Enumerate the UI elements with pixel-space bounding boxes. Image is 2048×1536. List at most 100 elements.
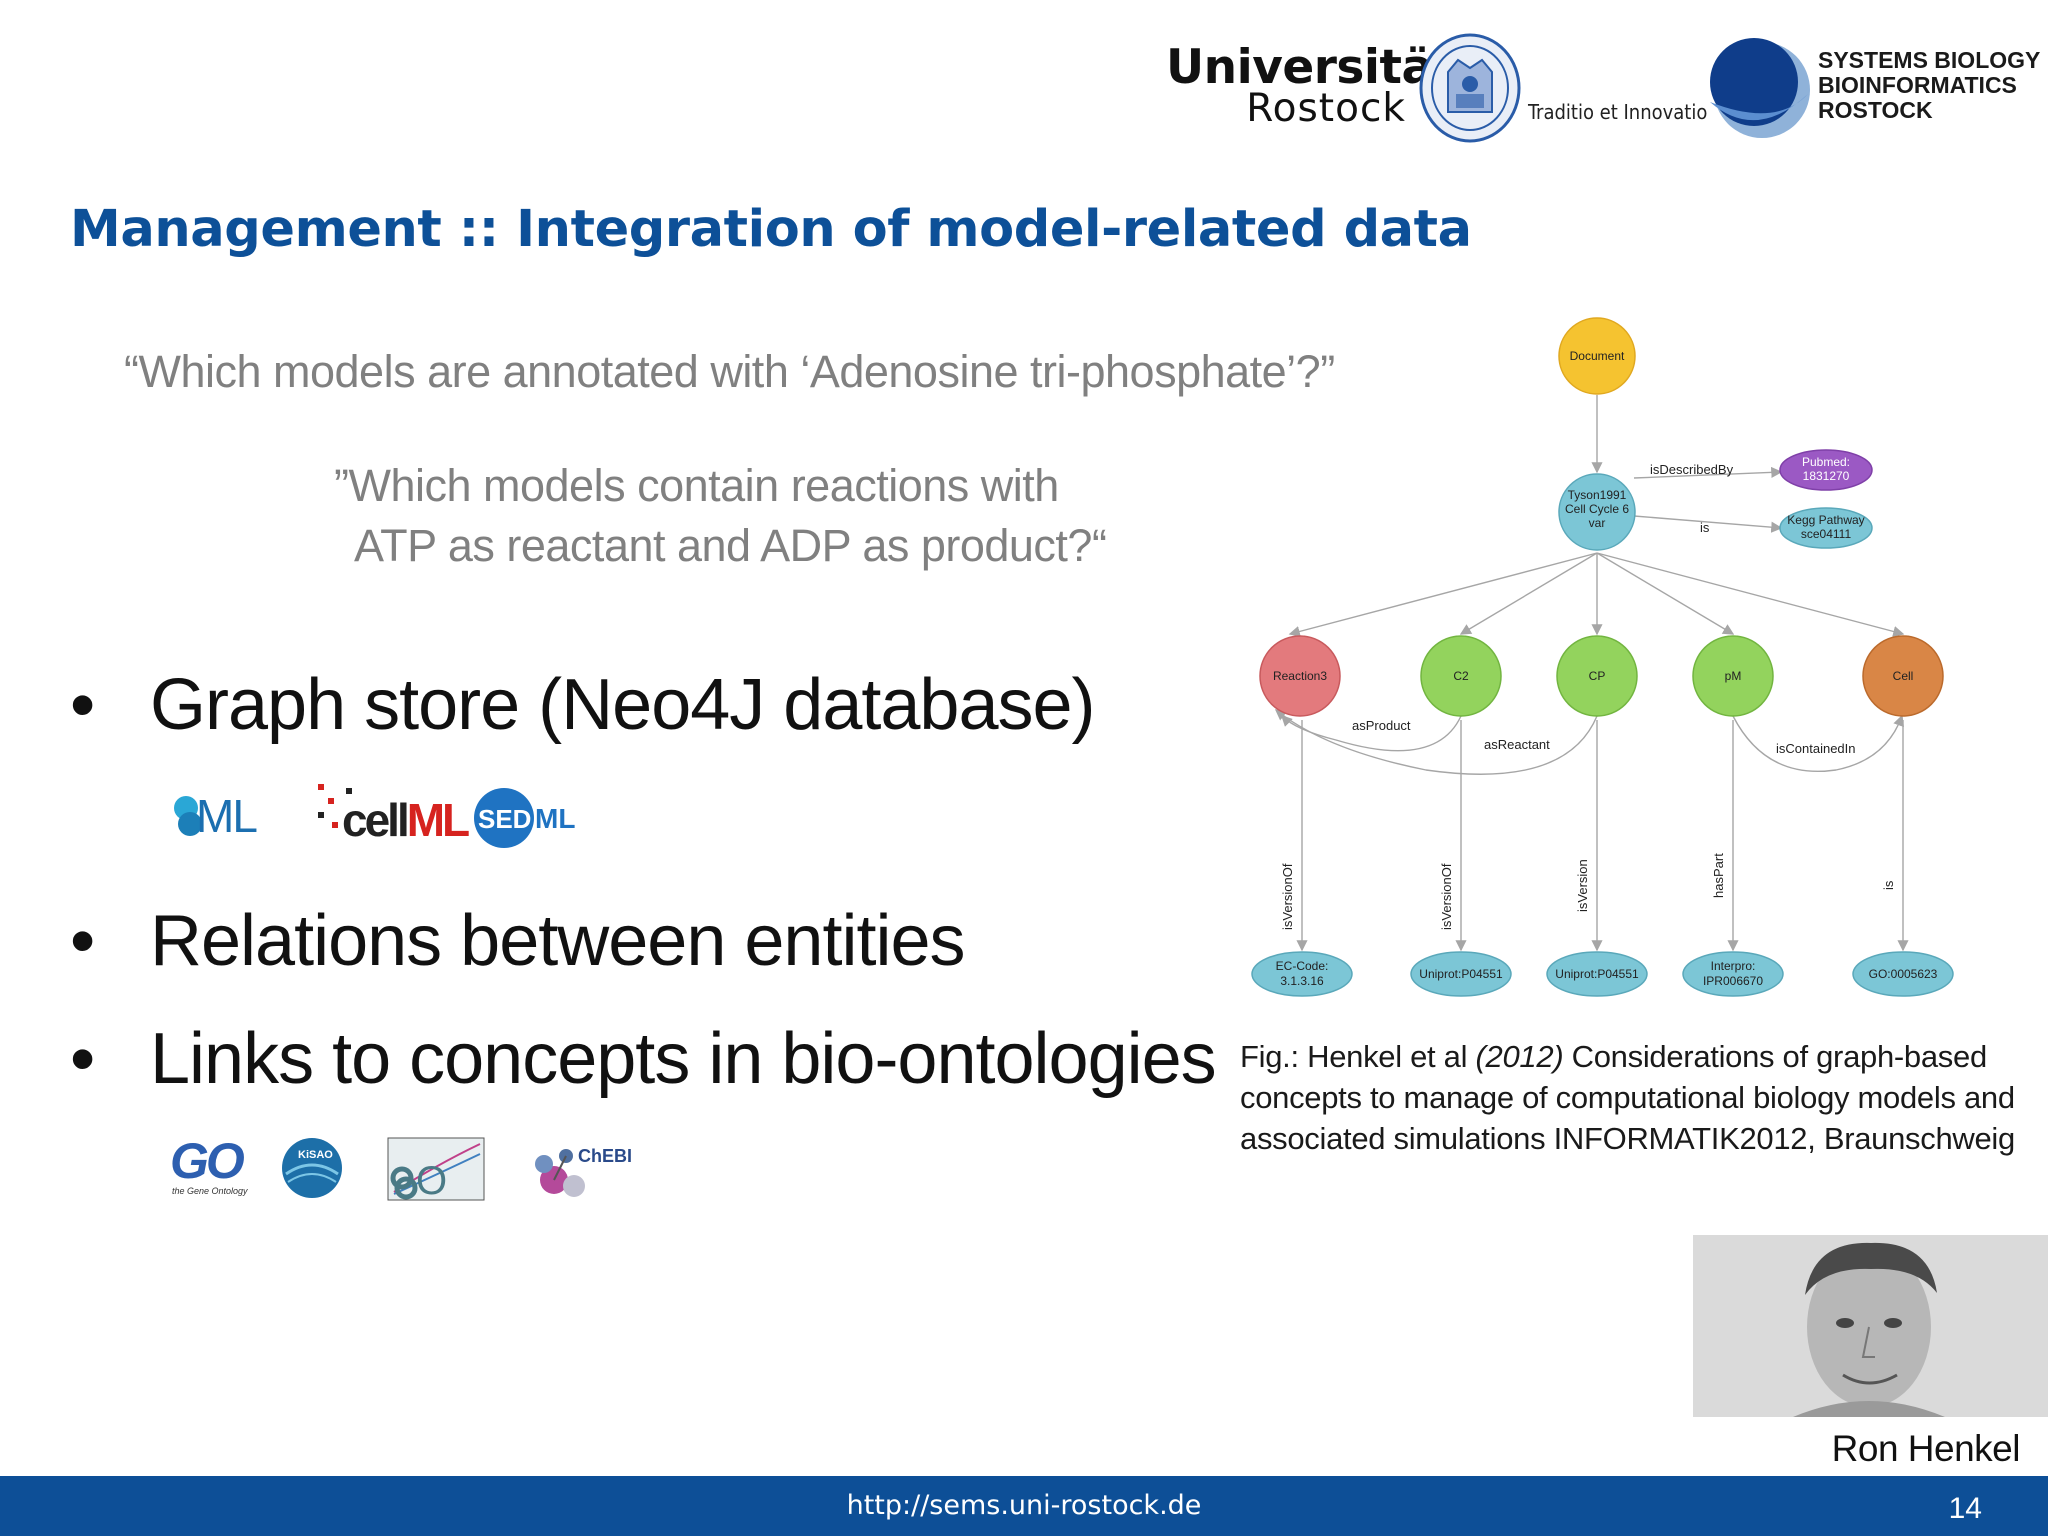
sbo-logo-text: O <box>416 1159 447 1203</box>
bullet-graph-store: • Graph store (Neo4J database) <box>70 664 1096 746</box>
university-name-line2: Rostock <box>1246 86 1406 131</box>
bullet-relations: • Relations between entities <box>70 900 966 982</box>
node-uniprot-2: Uniprot:P04551 <box>1546 951 1648 997</box>
sedml-logo-ml: ML <box>535 803 575 834</box>
bullet-marker: • <box>70 1019 95 1099</box>
edge-label-is-version-of-2: isVersionOf <box>1439 863 1454 930</box>
edge-label-has-part: hasPart <box>1711 853 1726 898</box>
sems-group-name: SYSTEMS BIOLOGY BIOINFORMATICS ROSTOCK <box>1818 48 2040 123</box>
kisao-logo-icon: KiSAO <box>282 1138 342 1198</box>
university-name-line1: Universität <box>1166 40 1455 95</box>
svg-text:C2: C2 <box>1453 669 1469 683</box>
chebi-logo-text: ChEBI <box>578 1146 632 1166</box>
bullet-marker: • <box>70 901 95 981</box>
sems-line3: ROSTOCK <box>1818 97 1933 123</box>
edge-labels: isDescribedBy is asProduct asReactant is… <box>1280 462 1896 930</box>
svg-text:3.1.3.16: 3.1.3.16 <box>1280 974 1324 988</box>
svg-text:Kegg Pathway: Kegg Pathway <box>1787 513 1864 527</box>
neo4j-graph-diagram: isDescribedBy is asProduct asReactant is… <box>1251 317 1954 997</box>
svg-text:IPR006670: IPR006670 <box>1703 974 1763 988</box>
figure-caption: Fig.: Henkel et al (2012) Considerations… <box>1240 1036 2030 1159</box>
edge-tyson-c2 <box>1459 552 1598 635</box>
ontology-logos: GO the Gene Ontology KiSAO O ChEBI <box>170 1134 632 1203</box>
university-seal-icon <box>1419 33 1521 143</box>
node-uniprot-1: Uniprot:P04551 <box>1410 951 1512 997</box>
question-reaction-line2: ATP as reactant and ADP as product?“ <box>354 520 1107 571</box>
edge-label-is-2: is <box>1881 880 1896 890</box>
node-interpro: Interpro: IPR006670 <box>1682 951 1784 997</box>
graph-edges <box>1274 395 1909 952</box>
edge-label-is-contained-in: isContainedIn <box>1776 741 1856 756</box>
edge-label-is-version: isVersion <box>1575 859 1590 912</box>
sbml-logo-icon: ML <box>174 790 259 842</box>
kisao-logo-text: KiSAO <box>298 1149 333 1161</box>
svg-text:Uniprot:P04551: Uniprot:P04551 <box>1555 967 1639 981</box>
speaker-photo <box>1693 1235 2048 1417</box>
caption-part1: Fig.: Henkel et al <box>1240 1039 1476 1074</box>
node-go: GO:0005623 <box>1852 951 1954 997</box>
question-reaction-line1: ”Which models contain reactions with <box>334 460 1059 511</box>
edge-tyson-pm <box>1596 552 1735 635</box>
cellml-logo-icon: cellML <box>318 784 472 846</box>
slide-title: Management :: Integration of model-relat… <box>70 200 1472 259</box>
edge-label-is-described-by: isDescribedBy <box>1650 462 1734 477</box>
svg-text:Pubmed:: Pubmed: <box>1802 455 1850 469</box>
edge-as-reactant <box>1274 709 1598 775</box>
svg-text:cellML: cellML <box>342 794 469 846</box>
node-kegg: Kegg Pathway sce04111 <box>1779 507 1873 549</box>
edge-label-is-version-of-1: isVersionOf <box>1280 863 1295 930</box>
edge-is-kegg <box>1633 515 1783 533</box>
chebi-logo-icon: ChEBI <box>535 1146 632 1197</box>
svg-text:Reaction3: Reaction3 <box>1273 669 1327 683</box>
speaker-name: Ron Henkel <box>1831 1428 2021 1469</box>
bullet-text: Links to concepts in bio-ontologies <box>150 1019 1217 1099</box>
node-pm: pM <box>1692 635 1774 717</box>
bullet-bio-ontologies: • Links to concepts in bio-ontologies <box>70 1018 1217 1100</box>
sbml-logo-text: ML <box>196 790 257 842</box>
node-tyson1991: Tyson1991 Cell Cycle 6 var <box>1558 473 1636 551</box>
svg-text:1831270: 1831270 <box>1803 469 1850 483</box>
page-number: 14 <box>1948 1492 1982 1525</box>
bullet-marker: • <box>70 665 95 745</box>
graph-nodes: Document Tyson1991 Cell Cycle 6 var Pubm… <box>1251 317 1954 997</box>
svg-text:Cell Cycle 6: Cell Cycle 6 <box>1565 502 1629 516</box>
node-c2: C2 <box>1420 635 1502 717</box>
caption-part2: Considerations of graph-based concepts t… <box>1240 1039 2015 1156</box>
caption-year: (2012) <box>1475 1039 1564 1074</box>
node-cell: Cell <box>1862 635 1944 717</box>
sedml-logo-icon: SED ML <box>474 788 575 848</box>
svg-text:Interpro:: Interpro: <box>1711 959 1756 973</box>
university-wordmark: Universität Rostock <box>1166 40 1455 131</box>
edge-label-as-product: asProduct <box>1352 718 1411 733</box>
cellml-logo-cell: cell <box>342 794 407 846</box>
bullet-text: Relations between entities <box>150 901 966 981</box>
svg-text:Uniprot:P04551: Uniprot:P04551 <box>1419 967 1503 981</box>
node-pubmed: Pubmed: 1831270 <box>1779 449 1873 491</box>
go-logo-subtitle: the Gene Ontology <box>172 1186 248 1196</box>
svg-text:Document: Document <box>1570 349 1625 363</box>
question-atp-annotation: “Which models are annotated with ‘Adenos… <box>124 346 1335 397</box>
svg-text:CP: CP <box>1589 669 1606 683</box>
speaker-portrait-icon <box>1693 1235 2048 1417</box>
svg-text:pM: pM <box>1725 669 1742 683</box>
svg-text:var: var <box>1589 516 1606 530</box>
edge-is-contained-in <box>1732 714 1904 772</box>
edge-is-described-by <box>1633 466 1783 479</box>
university-motto: Traditio et Innovatio <box>1528 100 1708 124</box>
svg-text:EC-Code:: EC-Code: <box>1276 959 1329 973</box>
svg-text:GO:0005623: GO:0005623 <box>1869 967 1938 981</box>
sbo-logo-icon: O <box>387 1137 485 1203</box>
edge-tyson-reaction3 <box>1288 552 1598 637</box>
node-cp: CP <box>1556 635 1638 717</box>
bullet-text: Graph store (Neo4J database) <box>150 665 1096 745</box>
node-ec-code: EC-Code: 3.1.3.16 <box>1251 951 1353 997</box>
node-document: Document <box>1558 317 1636 395</box>
svg-text:Tyson1991: Tyson1991 <box>1568 488 1627 502</box>
sems-line1: SYSTEMS BIOLOGY <box>1818 47 2041 73</box>
footer-url: http://sems.uni-rostock.de <box>846 1490 1202 1521</box>
edge-as-product <box>1281 715 1462 752</box>
go-logo-icon: GO the Gene Ontology <box>170 1134 248 1196</box>
sems-line2: BIOINFORMATICS <box>1818 72 2017 98</box>
svg-text:Cell: Cell <box>1893 669 1914 683</box>
edge-tyson-cell <box>1596 552 1905 637</box>
